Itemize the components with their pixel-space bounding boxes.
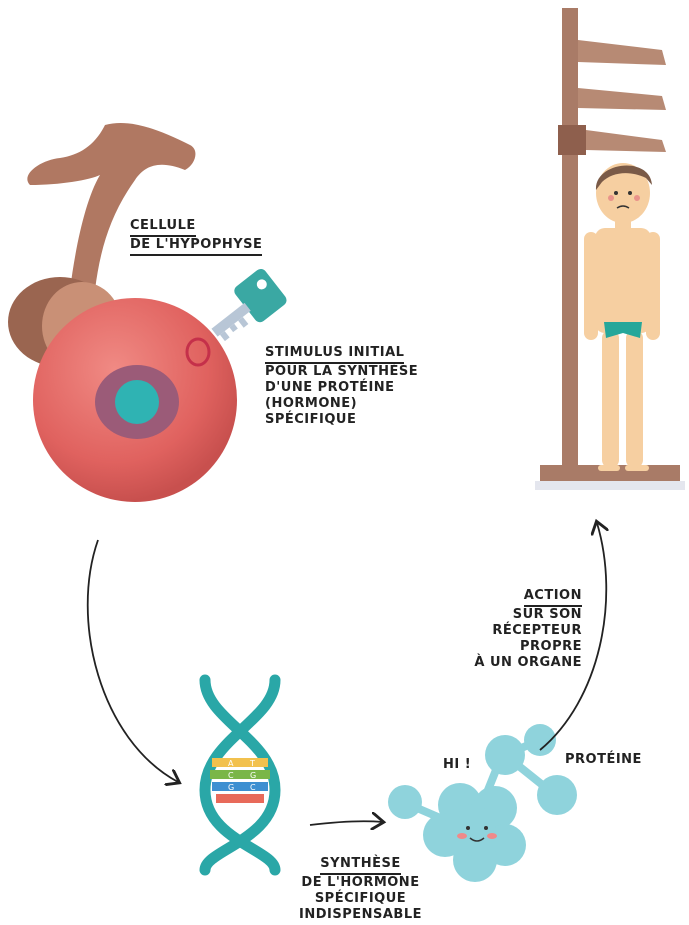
dna-letter: G [250,771,256,780]
action-line: sur son [440,607,582,623]
stimulus-line: spécifique [265,412,418,428]
stimulus-title: Stimulus initial [265,345,404,364]
stimulus-line: (hormone) [265,396,418,412]
dna-letter: A [228,759,234,768]
synthesis-title: Synthèse [320,856,401,875]
synthesis-line: indispensable [298,907,423,923]
action-line: récepteur [440,623,582,639]
synthesis-line: spécifique [298,891,423,907]
action-line: propre [440,639,582,655]
cell-label: Cellule de l'hypophyse [130,218,262,256]
arrow-cell-to-dna [88,540,178,782]
arrow-dna-to-protein [310,821,382,825]
action-title: Action [524,588,582,607]
dna-letter: G [228,783,234,792]
child-figure [584,163,660,471]
dna-letter: T [249,759,255,768]
stimulus-line: pour la synthèse [265,364,418,380]
protein-label: Protéine [565,752,642,768]
dna-letter: C [250,783,256,792]
synthesis-label: Synthèse de l'hormone spécifique indispe… [298,856,423,923]
cell-label-line: Cellule [130,218,196,237]
cell-label-line: de l'hypophyse [130,237,262,256]
hi-speech: Hi ! [443,757,471,773]
synthesis-line: de l'hormone [298,875,423,891]
stimulus-label: Stimulus initial pour la synthèse d'une … [265,345,418,428]
stimulus-line: d'une protéine [265,380,418,396]
action-label: Action sur son récepteur propre à un org… [440,588,582,671]
action-line: à un organe [440,655,582,671]
dna-letter: C [228,771,234,780]
hypophysis-cell [33,298,237,502]
dna-helix [205,680,275,870]
